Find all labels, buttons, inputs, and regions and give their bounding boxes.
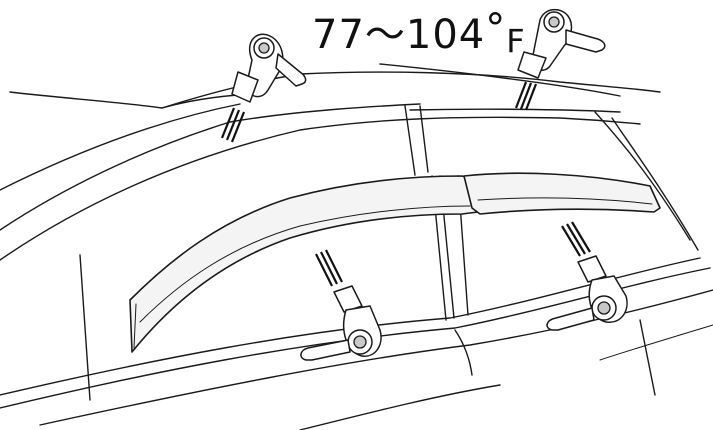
- hair-dryer-icon: [546, 221, 628, 331]
- degree-symbol: °: [485, 6, 507, 52]
- heat-stream-icon: [514, 81, 538, 111]
- heat-stream-icon: [220, 107, 246, 143]
- temperature-unit: F: [506, 22, 526, 60]
- heat-stream-icon: [561, 221, 591, 257]
- temperature-range: 77～104: [312, 12, 486, 58]
- hair-dryer-icon: [220, 33, 307, 143]
- car-body-outline: [0, 63, 713, 430]
- hair-dryer-icon: [514, 8, 606, 111]
- front-door-visor: [129, 175, 479, 353]
- hair-dryer-icon: [300, 249, 382, 361]
- temperature-label: 77～104°F: [312, 2, 526, 60]
- rear-door-visor: [463, 172, 661, 215]
- heat-stream-icon: [315, 249, 343, 287]
